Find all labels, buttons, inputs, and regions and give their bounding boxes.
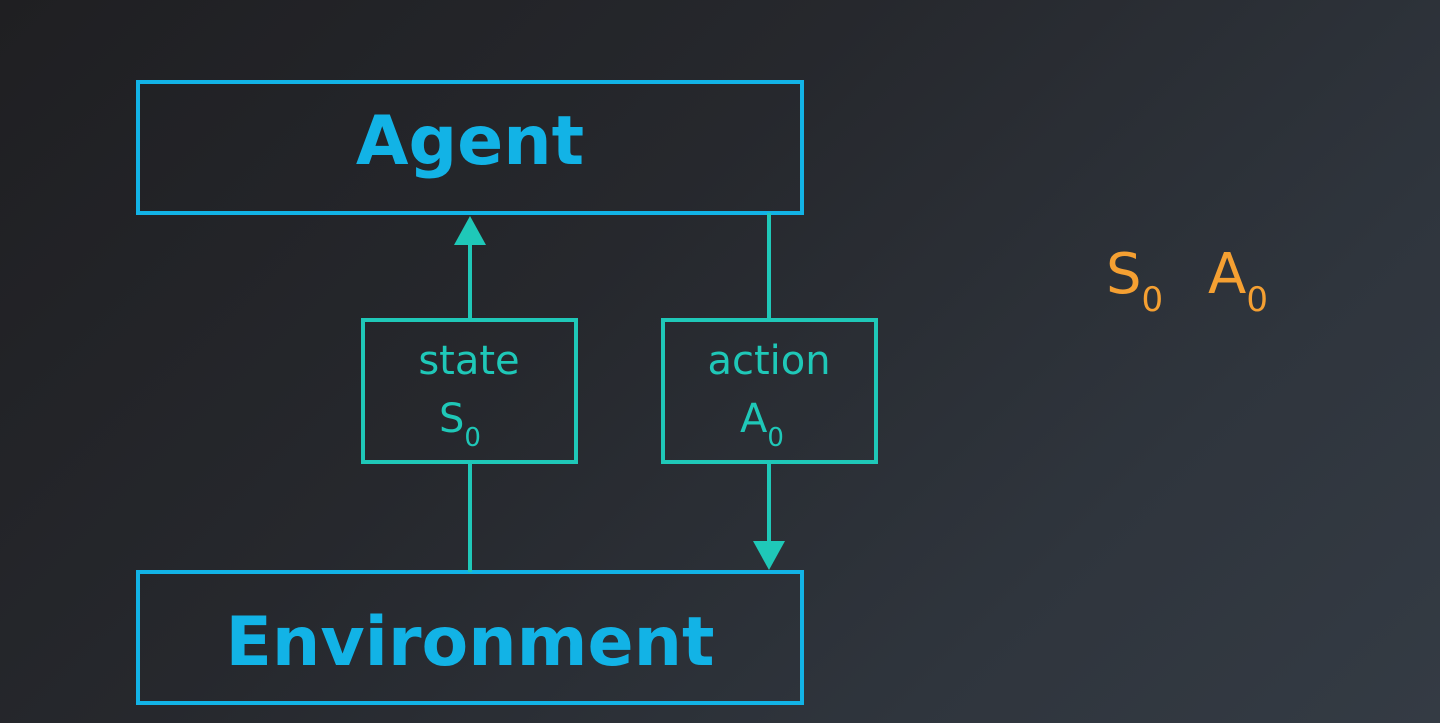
sequence-item-action: A0 [1208, 242, 1268, 320]
sequence-state-letter: S [1106, 242, 1142, 307]
sequence-item-state: S0 [1106, 242, 1163, 320]
sequence-state-subscript: 0 [1142, 280, 1164, 320]
state-symbol-subscript: 0 [464, 423, 481, 453]
action-box [661, 318, 878, 464]
state-symbol: S0 [439, 396, 481, 453]
action-symbol: A0 [740, 396, 784, 453]
state-box [361, 318, 578, 464]
state-label: state [418, 338, 519, 384]
action-label: action [707, 338, 830, 384]
agent-box [136, 80, 804, 215]
state-arrowhead-icon [454, 216, 486, 245]
sequence-action-subscript: 0 [1246, 280, 1268, 320]
action-arrowhead-icon [753, 541, 785, 570]
action-symbol-letter: A [740, 396, 768, 442]
agent-label: Agent [356, 102, 584, 181]
action-symbol-subscript: 0 [767, 423, 784, 453]
environment-label: Environment [225, 603, 714, 682]
state-symbol-letter: S [439, 396, 464, 442]
sequence-action-letter: A [1208, 242, 1246, 307]
